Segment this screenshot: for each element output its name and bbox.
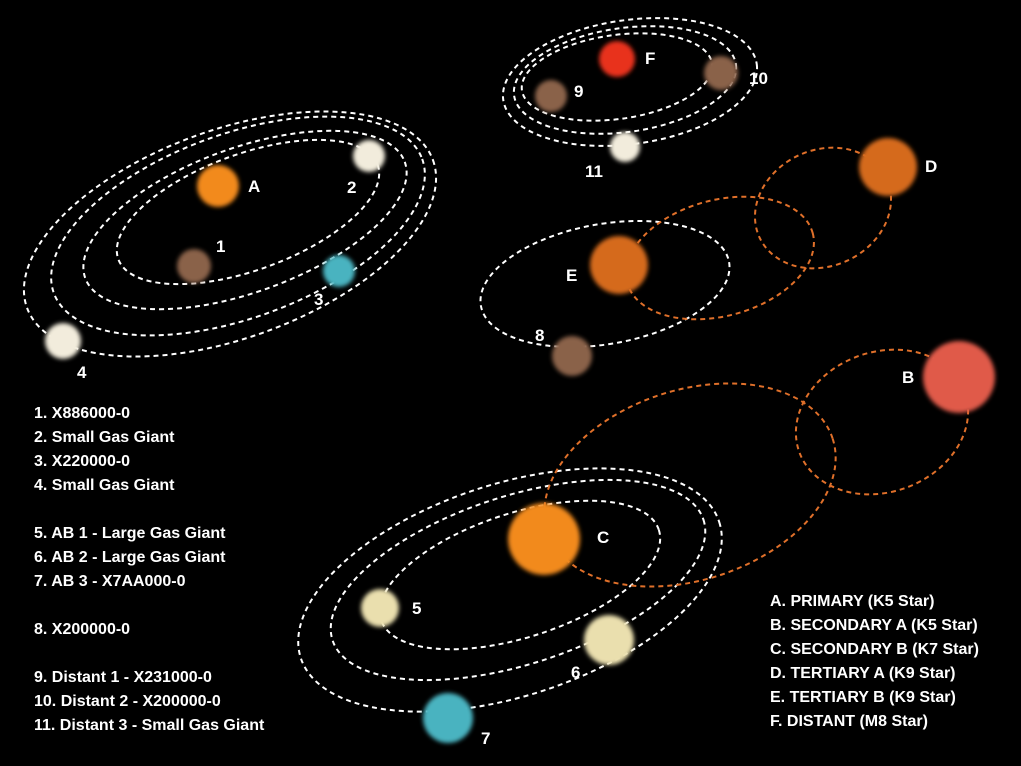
star-d: D — [859, 138, 937, 196]
star-legend-entry: F. DISTANT (M8 Star) — [770, 713, 928, 730]
planet-4: 4 — [45, 323, 87, 382]
star-a-disc — [197, 165, 239, 207]
planet-legend-entry: 6. AB 2 - Large Gas Giant — [34, 549, 226, 566]
planet-4-disc — [45, 323, 81, 359]
planet-9-disc — [535, 80, 567, 112]
planet-legend-entry: 9. Distant 1 - X231000-0 — [34, 669, 212, 686]
star-b-label: B — [902, 368, 914, 387]
orbit-planet-3 — [82, 129, 408, 311]
planet-7: 7 — [423, 693, 490, 748]
planet-10-label: 10 — [749, 69, 768, 88]
star-c-label: C — [597, 528, 609, 547]
planet-legend-entry: 7. AB 3 - X7AA000-0 — [34, 573, 186, 590]
star-a: A — [197, 165, 260, 207]
star-c-disc — [508, 503, 580, 575]
planet-legend-entry: 11. Distant 3 - Small Gas Giant — [34, 717, 265, 734]
orbit-planet-7 — [297, 467, 723, 713]
planet-legend-entry: 4. Small Gas Giant — [34, 477, 175, 494]
orbit-planet-5 — [378, 499, 662, 651]
planet-2-disc — [353, 140, 385, 172]
planet-1-disc — [177, 249, 211, 283]
star-legend-entry: D. TERTIARY A (K9 Star) — [770, 665, 956, 682]
orbit-planet-6 — [329, 478, 707, 682]
planet-2: 2 — [347, 140, 385, 197]
planet-legend-entry: 10. Distant 2 - X200000-0 — [34, 693, 221, 710]
orbit-planet-4 — [22, 110, 438, 358]
planet-8-disc — [552, 336, 592, 376]
planet-1: 1 — [177, 237, 225, 283]
planet-7-label: 7 — [481, 729, 490, 748]
star-a-label: A — [248, 177, 260, 196]
planet-6-label: 6 — [571, 663, 580, 682]
star-c: C — [508, 503, 609, 575]
star-e: E — [566, 236, 648, 294]
planet-3: 3 — [314, 255, 355, 309]
planet-3-disc — [323, 255, 355, 287]
planet-6: 6 — [571, 615, 634, 682]
planet-10-disc — [704, 56, 738, 90]
planet-11-disc — [610, 132, 640, 162]
planet-legend: 1. X886000-0 2. Small Gas Giant 3. X220000… — [34, 402, 264, 738]
star-d-label: D — [925, 157, 937, 176]
star-d-disc — [859, 138, 917, 196]
star-legend: A. PRIMARY (K5 Star) B. SECONDARY A (K5 S… — [770, 590, 979, 734]
planet-legend-entry: 5. AB 1 - Large Gas Giant — [34, 525, 226, 542]
planet-3-label: 3 — [314, 290, 323, 309]
orbit-planet-2 — [50, 115, 426, 337]
planet-legend-entry: 1. X886000-0 — [34, 405, 131, 422]
planet-9-label: 9 — [574, 82, 583, 101]
planet-10: 10 — [704, 56, 768, 90]
planet-legend-spacer — [34, 642, 264, 666]
planet-5-label: 5 — [412, 599, 421, 618]
star-e-label: E — [566, 266, 577, 285]
planet-legend-spacer — [34, 498, 264, 522]
planet-6-disc — [584, 615, 634, 665]
planet-4-label: 4 — [77, 363, 87, 382]
star-f: F — [599, 41, 655, 77]
star-legend-entry: B. SECONDARY A (K5 Star) — [770, 617, 978, 634]
orbit-planet-8 — [479, 219, 731, 349]
planet-legend-entry: 3. X220000-0 — [34, 453, 131, 470]
star-legend-entry: C. SECONDARY B (K7 Star) — [770, 641, 979, 658]
planet-5-disc — [361, 589, 399, 627]
star-b: B — [902, 341, 995, 413]
planet-2-label: 2 — [347, 178, 356, 197]
planet-5: 5 — [361, 589, 421, 627]
orbit-star-c — [543, 382, 837, 588]
planet-1-label: 1 — [216, 237, 225, 256]
orbit-planet-1 — [115, 138, 381, 286]
planet-legend-entry: 2. Small Gas Giant — [34, 429, 175, 446]
planet-8-label: 8 — [535, 326, 544, 345]
star-f-disc — [599, 41, 635, 77]
star-legend-entry: E. TERTIARY B (K9 Star) — [770, 689, 956, 706]
planet-legend-entry: 8. X200000-0 — [34, 621, 131, 638]
star-f-label: F — [645, 49, 655, 68]
star-e-disc — [590, 236, 648, 294]
planet-legend-spacer — [34, 594, 264, 618]
planet-9: 9 — [535, 80, 583, 112]
planet-7-disc — [423, 693, 473, 743]
orbit-planet-10 — [512, 25, 738, 135]
star-legend-entry: A. PRIMARY (K5 Star) — [770, 593, 935, 610]
star-b-disc — [923, 341, 995, 413]
planet-8: 8 — [535, 326, 592, 376]
planet-11: 11 — [585, 132, 640, 181]
planet-11-label: 11 — [585, 162, 603, 181]
